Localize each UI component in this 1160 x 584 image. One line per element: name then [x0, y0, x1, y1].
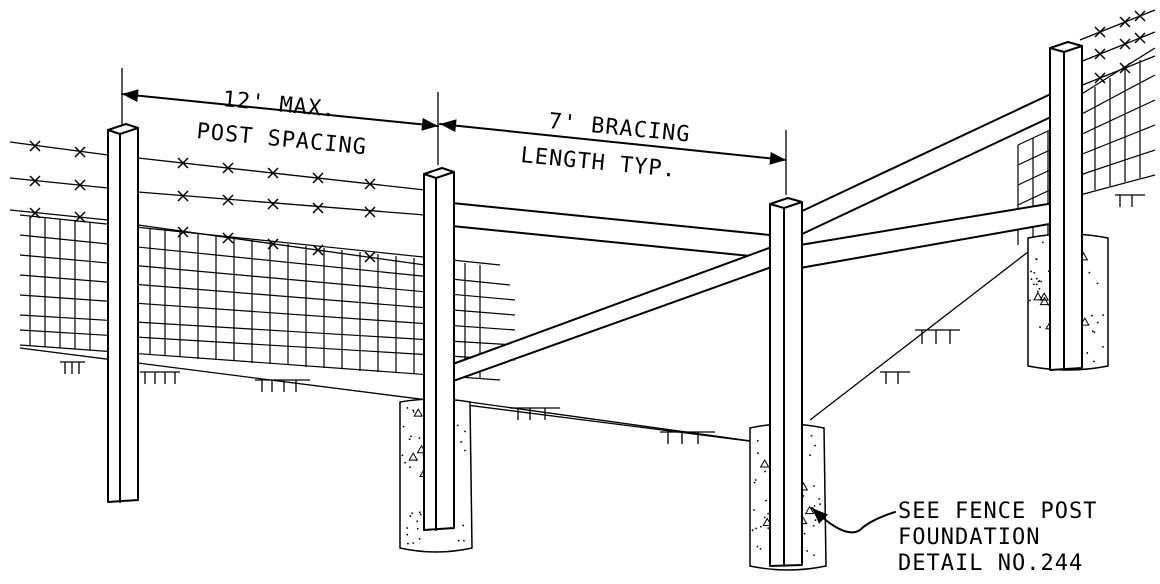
callout-leader: [811, 507, 896, 534]
brace-post-2: [769, 197, 803, 567]
diagonal-brace-left: [441, 243, 781, 386]
post-spacing-label-line1: 12' MAX.: [221, 87, 337, 123]
brace-wire-2: [454, 399, 781, 446]
ground-line: [19, 347, 781, 446]
callout-label-line2: FOUNDATION: [898, 525, 1040, 550]
barbed-wire-strands: [9, 141, 426, 266]
line-post: [107, 123, 139, 503]
callout-label-line3: DETAIL NO.244: [898, 551, 1083, 576]
brace-post-1: [423, 167, 455, 531]
callout-label-line1: SEE FENCE POST: [898, 499, 1097, 524]
horizontal-brace-left: [441, 201, 771, 259]
post-spacing-label-line2: POST SPACING: [195, 119, 368, 160]
woven-wire-mesh: [19, 214, 516, 381]
bracing-label-line2: LENGTH TYP.: [519, 143, 677, 183]
brace-wire: [809, 234, 1051, 421]
right-barbed-wire: [1079, 9, 1156, 87]
brace-post-3: [1049, 41, 1083, 371]
bracing-length-dimension: [439, 119, 787, 195]
post-spacing-dimension: [121, 68, 439, 165]
